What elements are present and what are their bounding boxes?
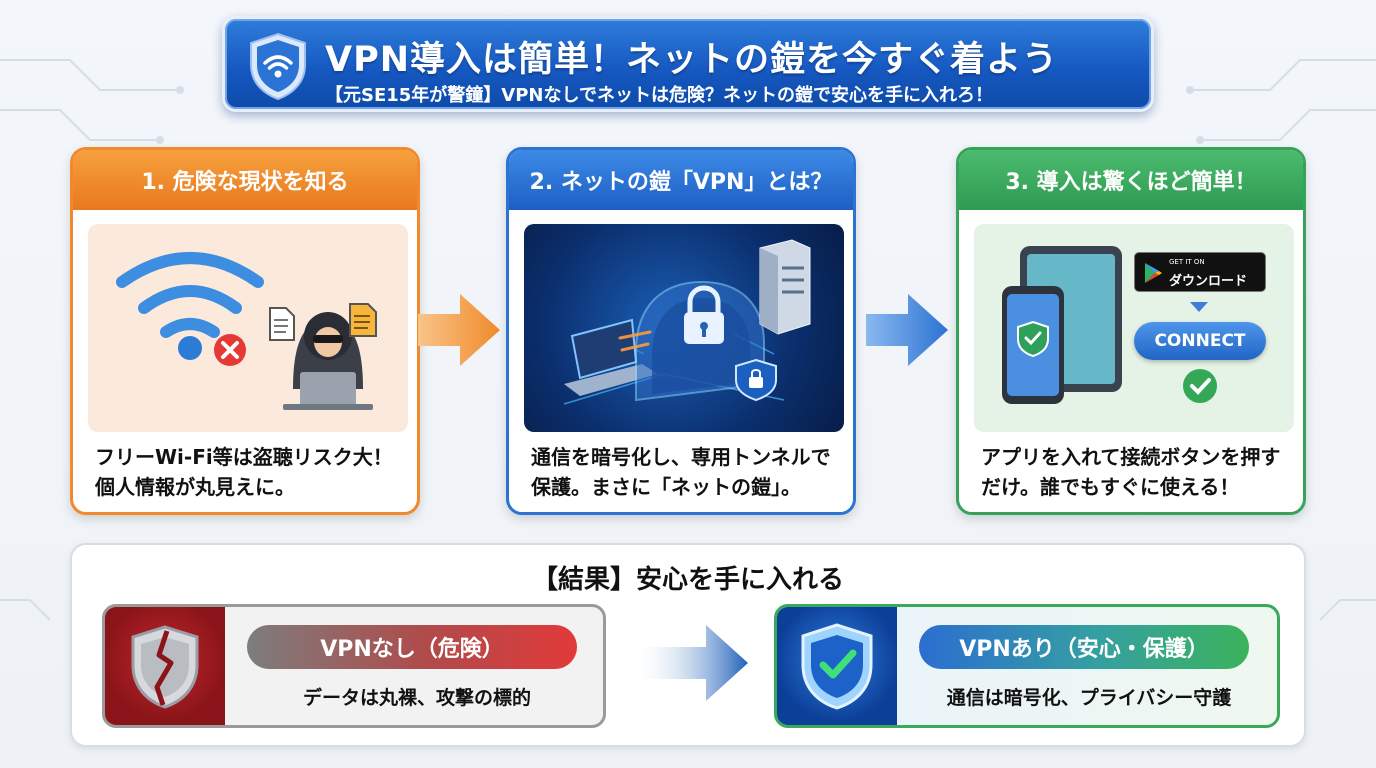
broken-shield-icon xyxy=(131,625,199,709)
page-subtitle: 【元SE15年が警鐘】VPNなしでネットは危険？ネットの鎧で安心を手に入れろ！ xyxy=(325,85,993,106)
arrow-right-icon xyxy=(866,294,948,366)
step-3-description: アプリを入れて接続ボタンを押すだけ。誰でもすぐに使える！ xyxy=(981,445,1281,499)
wifi-dot xyxy=(178,336,202,360)
connect-button[interactable]: CONNECT xyxy=(1134,322,1266,360)
step-card-2: 2. ネットの鎧「VPN」とは？ xyxy=(506,147,856,515)
step-2-illustration xyxy=(524,224,844,432)
step-2-description: 通信を暗号化し、専用トンネルで保護。まさに「ネットの鎧」。 xyxy=(531,445,831,499)
vpn-shield-icon xyxy=(250,32,306,101)
step-card-1: 1. 危険な現状を知る フリーWi- xyxy=(70,147,420,515)
page-title: VPN導入は簡単！ネットの鎧を今すぐ着よう xyxy=(325,40,1059,80)
step-3-title: 3. 導入は驚くほど簡単！ xyxy=(959,150,1303,210)
step-1-description: フリーWi-Fi等は盗聴リスク大！個人情報が丸見えに。 xyxy=(95,445,393,499)
without-vpn-label: VPNなし（危険） xyxy=(247,625,577,669)
step-3-illustration: GET IT ON ダウンロード CONNECT xyxy=(974,224,1294,432)
store-small-label: GET IT ON xyxy=(1169,258,1205,266)
play-store-icon xyxy=(1145,263,1162,283)
step-card-3: 3. 導入は驚くほど簡単！ GET IT ON xyxy=(956,147,1306,515)
without-vpn-box: VPNなし（危険） データは丸裸、攻撃の標的 xyxy=(102,604,606,728)
error-x-icon xyxy=(214,334,246,366)
document-icon xyxy=(269,303,377,341)
hacker-icon xyxy=(283,312,373,410)
with-vpn-label: VPNあり（安心・保護） xyxy=(919,625,1249,669)
store-big-label: ダウンロード xyxy=(1169,274,1248,289)
header-banner: VPN導入は簡単！ネットの鎧を今すぐ着よう 【元SE15年が警鐘】VPNなしでネ… xyxy=(222,16,1154,112)
arrow-right-icon xyxy=(418,294,500,366)
download-store-badge[interactable]: GET IT ON ダウンロード xyxy=(1134,252,1266,292)
with-vpn-description: 通信は暗号化、プライバシー守護 xyxy=(946,687,1232,709)
check-icon xyxy=(1183,369,1217,403)
check-shield-icon xyxy=(801,623,873,710)
arrow-right-icon xyxy=(632,625,748,701)
result-title: 【結果】安心を手に入れる xyxy=(531,565,844,595)
down-triangle xyxy=(1190,302,1208,312)
without-vpn-description: データは丸裸、攻撃の標的 xyxy=(302,687,531,709)
step-1-title: 1. 危険な現状を知る xyxy=(73,150,417,210)
step-2-title: 2. ネットの鎧「VPN」とは？ xyxy=(509,150,853,210)
result-panel: 【結果】安心を手に入れる VPNなし（危険） データは丸裸、攻撃の標的 VPNあ… xyxy=(70,543,1306,747)
danger-icon-pane xyxy=(105,607,225,725)
step-1-illustration xyxy=(88,224,408,432)
with-vpn-box: VPNあり（安心・保護） 通信は暗号化、プライバシー守護 xyxy=(774,604,1280,728)
lock-icon xyxy=(684,285,724,344)
safe-icon-pane xyxy=(777,607,897,725)
phone-icon xyxy=(1002,286,1064,404)
wifi-icon xyxy=(116,252,264,338)
server-icon xyxy=(759,239,811,335)
shield-lock-icon xyxy=(735,358,777,402)
